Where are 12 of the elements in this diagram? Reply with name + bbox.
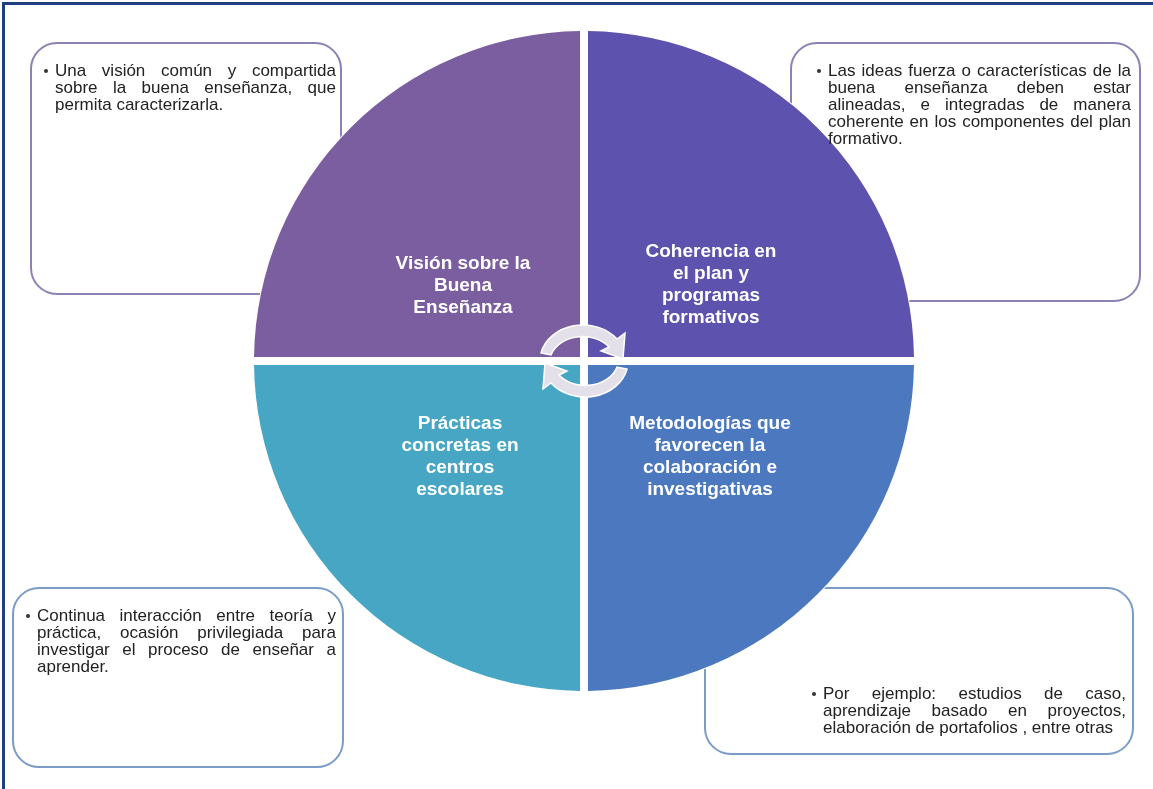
segment-title: Prácticas concretas en centros escolares	[400, 412, 520, 500]
bullet-text: Las ideas fuerza o características de la buena enseñanza deben estar alineadas, e integradas de manera coherente en los componentes del plan formativo.	[828, 62, 1131, 147]
note-box	[12, 587, 344, 768]
bullet-text: Por ejemplo: estudios de caso, aprendizaje basado en proyectos, elaboración de portafolios , entre otras	[823, 685, 1126, 736]
segment-title: Metodologías que favorecen la colaboración e investigativas	[628, 412, 792, 500]
note-box	[790, 42, 1141, 302]
note-box	[704, 587, 1134, 755]
bullet-text: Una visión común y compartida sobre la buena enseñanza, que permita caracterizarla.	[55, 62, 336, 113]
segment-title: Coherencia en el plan y programas formativos	[644, 240, 778, 328]
segment-title: Visión sobre la Buena Enseñanza	[394, 252, 532, 318]
bullet-text: Continua interacción entre teoría y práctica, ocasión privilegiada para investigar el proceso de enseñar a aprender.	[37, 607, 336, 675]
note-box	[30, 42, 342, 295]
